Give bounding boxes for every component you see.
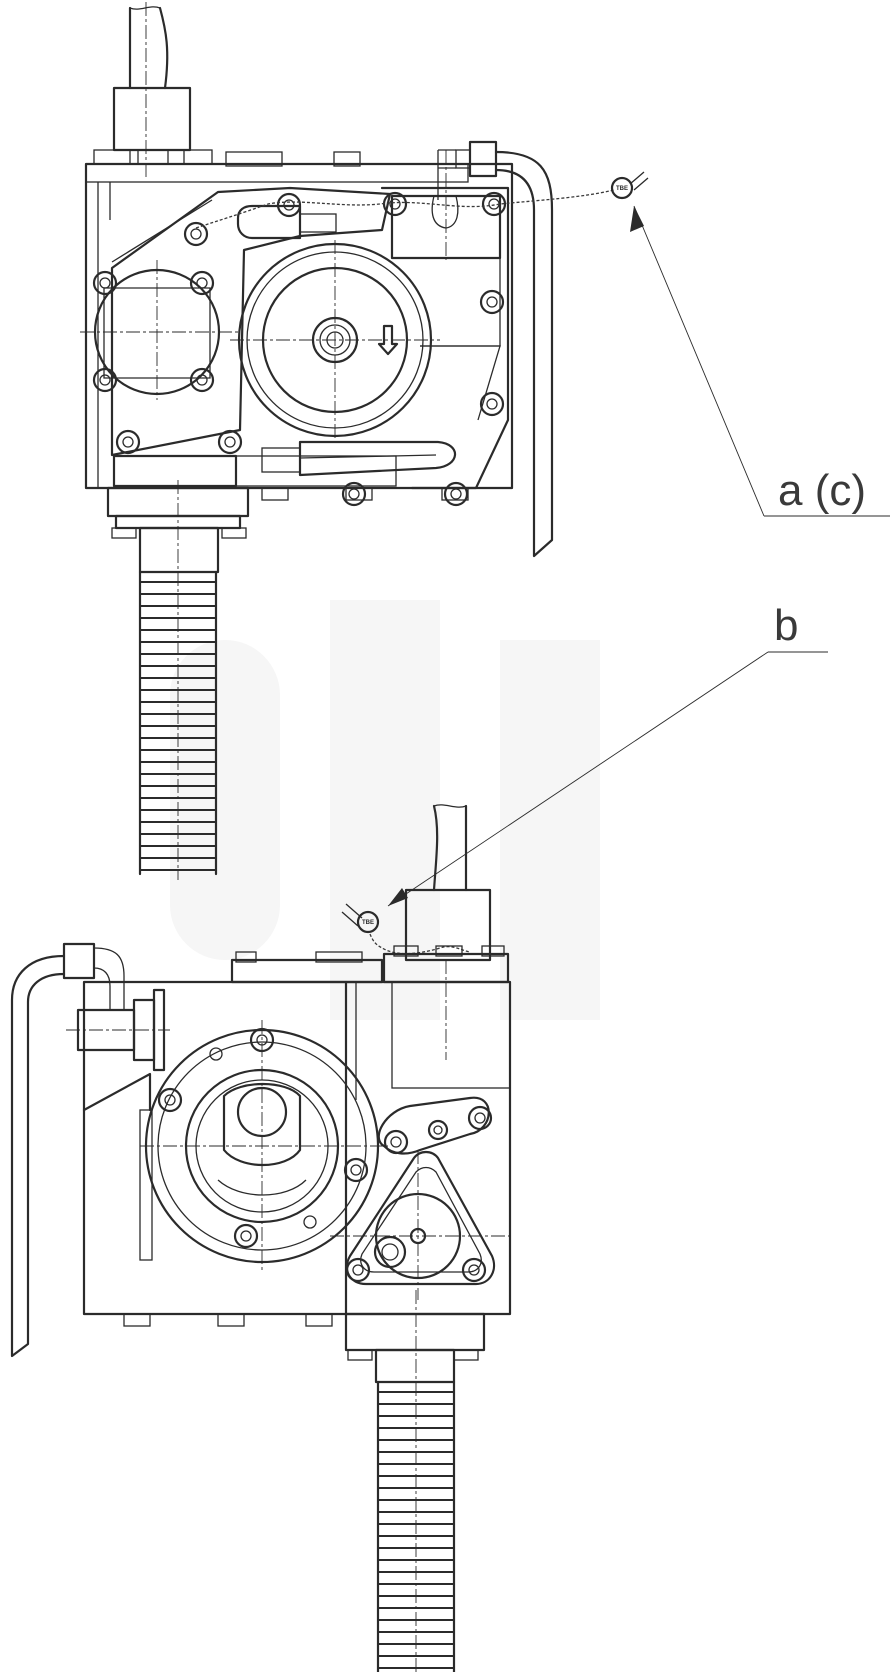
top-lower-lever (298, 440, 457, 477)
top-seal: TBE (610, 176, 634, 200)
bottom-cable-gland (66, 988, 170, 1261)
bottom-triangular-cover (330, 1150, 510, 1300)
background-watermark (170, 600, 600, 1020)
bottom-housing (82, 980, 512, 1316)
bottom-handwheel (140, 1020, 388, 1270)
svg-text:TBE: TBE (362, 920, 374, 926)
top-switch-compartment (380, 150, 510, 490)
bottom-seal: TBE (356, 910, 380, 934)
callout-b-label: b (774, 601, 798, 650)
top-motor-flange (80, 260, 240, 400)
svg-text:TBE: TBE (616, 186, 628, 192)
top-seal-wire (195, 189, 615, 229)
callout-a-c: a (c) (630, 205, 890, 517)
bottom-output-flange (344, 1290, 486, 1672)
top-gearbox-view: TBE a (c) (80, 2, 890, 880)
top-handwheel (230, 240, 440, 440)
bottom-conduit-pipe (10, 942, 125, 1358)
rotation-arrow-icon (377, 324, 399, 356)
callout-b: b (387, 601, 828, 907)
top-housing-bolts (115, 191, 507, 507)
top-threaded-stem (138, 570, 218, 876)
bottom-seal-wire (369, 933, 471, 955)
bottom-oval-cover (377, 1096, 493, 1155)
bottom-input-shaft (404, 804, 492, 962)
top-conduit-pipe (437, 140, 554, 558)
top-upper-lever (236, 204, 302, 240)
top-output-flange (106, 480, 469, 880)
callout-a-label: a (c) (778, 466, 866, 515)
top-input-shaft (112, 2, 192, 180)
bottom-gearbox-view: b TBE (10, 601, 828, 1672)
bottom-threaded-stem (376, 1380, 456, 1672)
